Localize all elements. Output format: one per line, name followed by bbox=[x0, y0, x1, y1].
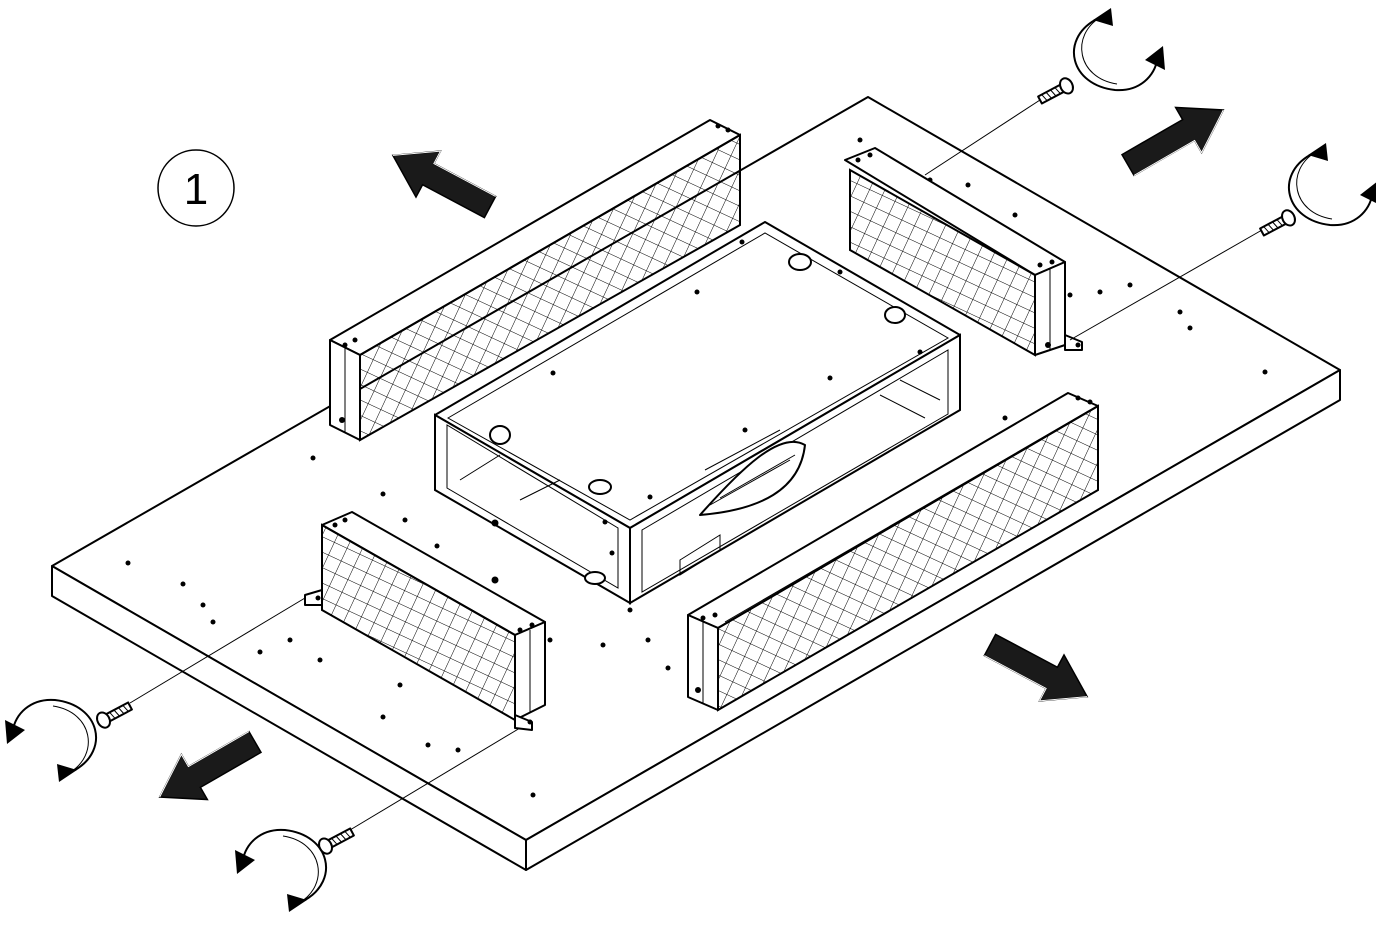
screw-guide-lines bbox=[129, 99, 1263, 831]
rotate-arrow-icon bbox=[1072, 7, 1166, 92]
screw-icon bbox=[1257, 207, 1299, 241]
central-box-frame bbox=[434, 221, 961, 605]
screw-icon bbox=[93, 697, 135, 731]
screw-icon bbox=[1035, 75, 1077, 109]
move-arrow-icon bbox=[977, 621, 1101, 721]
filter-panel-bottom-right bbox=[687, 392, 1099, 712]
rotate-arrow-icon bbox=[3, 698, 98, 783]
move-arrow-icon bbox=[1114, 86, 1238, 189]
filter-panel-bottom-left bbox=[304, 511, 546, 731]
rotate-arrow-icon bbox=[1287, 142, 1376, 227]
step-badge: 1 bbox=[157, 149, 235, 227]
filter-panel-top-left bbox=[329, 119, 741, 442]
step-number: 1 bbox=[184, 165, 208, 214]
move-arrow-icon bbox=[379, 131, 503, 231]
move-arrow-icon bbox=[145, 718, 269, 821]
rotate-arrow-icon bbox=[234, 828, 328, 913]
filter-panel-top-right bbox=[844, 147, 1083, 357]
